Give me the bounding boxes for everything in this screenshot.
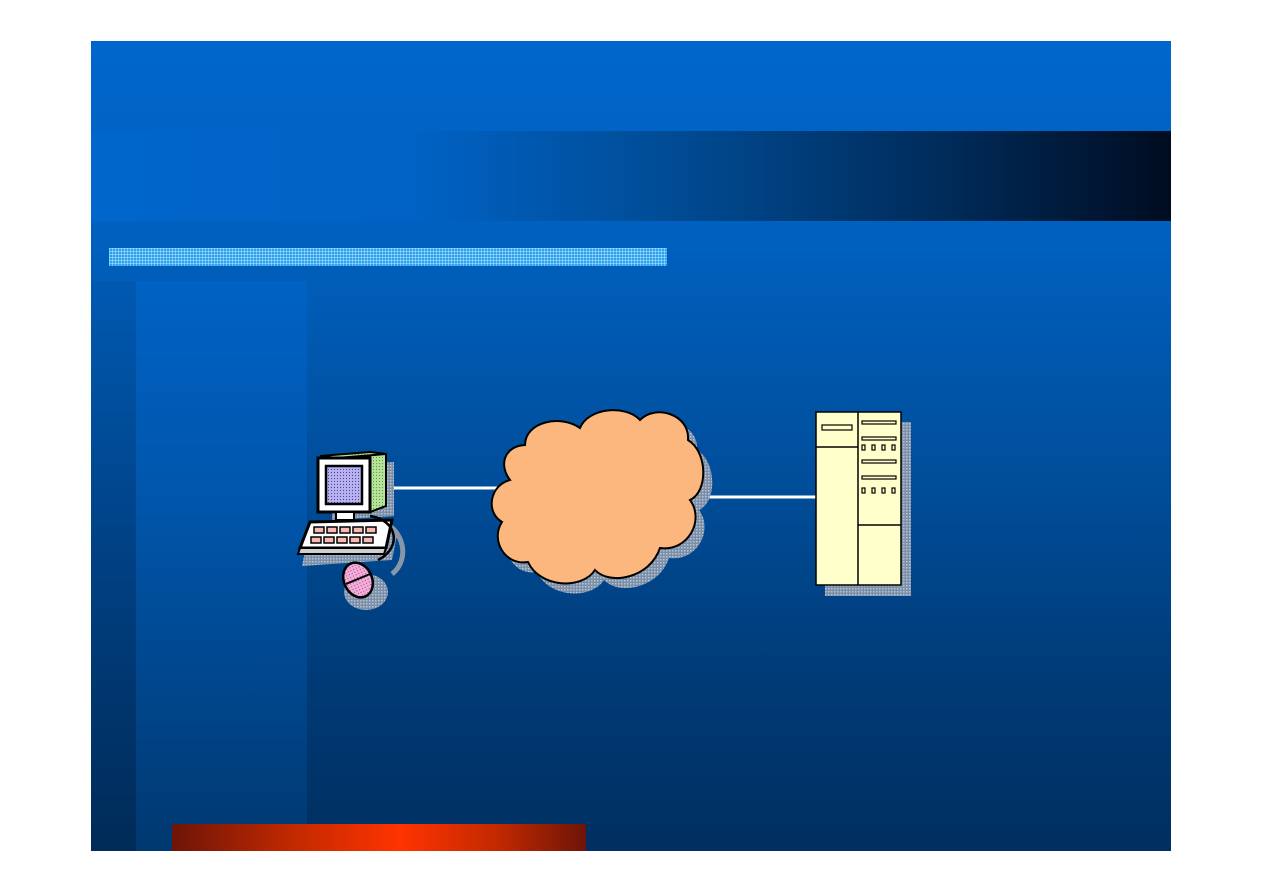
bottom-accent-bar [172,824,586,851]
title-band-accent-block [181,131,281,221]
left-edge-shade [91,281,136,851]
presentation-slide [91,41,1171,851]
left-column-panel [136,281,307,851]
highlight-bar [109,248,667,266]
network-cloud-icon [490,409,713,594]
server-tower-icon [815,411,911,596]
desktop-computer-icon [296,450,406,610]
